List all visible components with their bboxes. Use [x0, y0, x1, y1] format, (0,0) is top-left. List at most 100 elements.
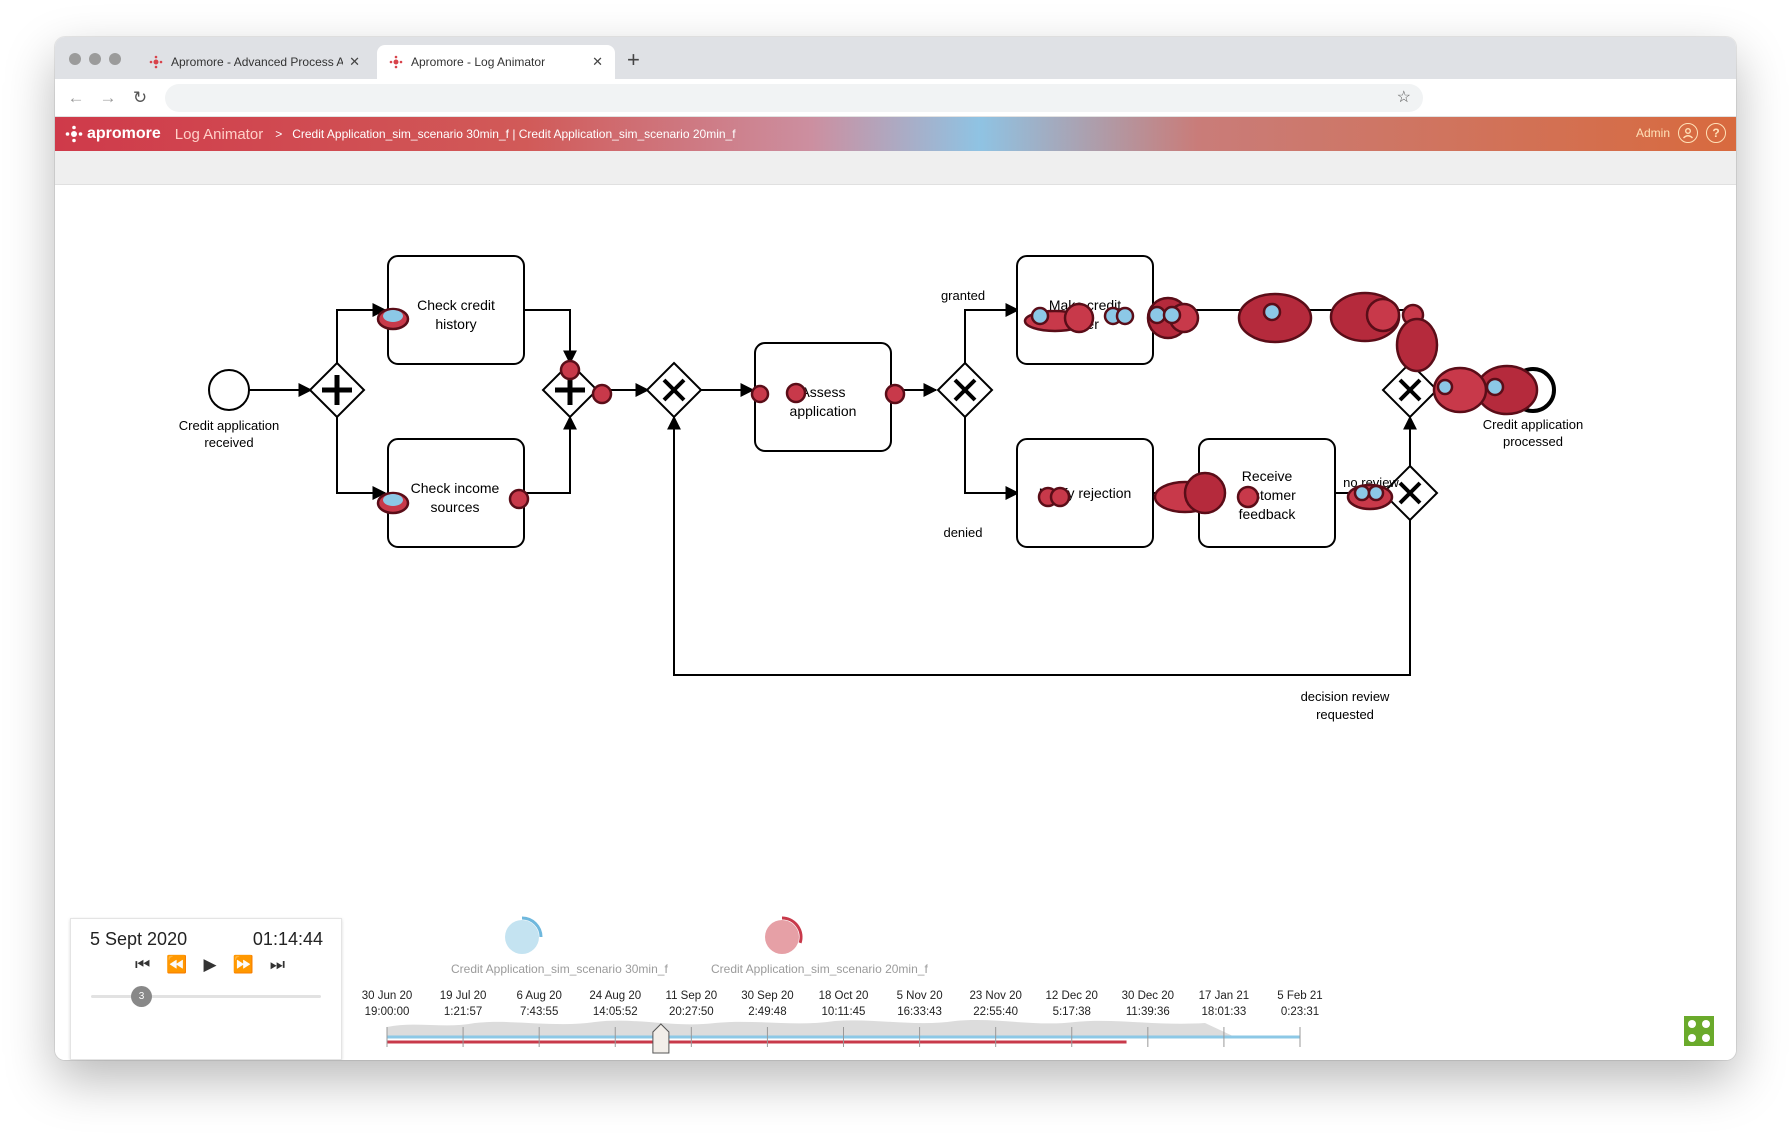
- playback-time: 01:14:44: [252, 929, 323, 949]
- tab-advanced-process[interactable]: Apromore - Advanced Process A ✕: [137, 45, 372, 79]
- apromore-favicon-icon: [389, 55, 403, 69]
- tick-time: 5:17:38: [1052, 1006, 1091, 1018]
- flow-review-loop: [667, 415, 1411, 676]
- tick-time: 16:33:43: [897, 1006, 942, 1018]
- back-button[interactable]: ←: [63, 85, 89, 111]
- flow-label-denied: denied: [943, 525, 982, 540]
- maximize-window-button[interactable]: [109, 53, 121, 65]
- log-name: Credit Application_sim_scenario 30min_f: [451, 962, 668, 976]
- close-icon[interactable]: ✕: [349, 54, 360, 69]
- flow-credit-to-join: [525, 309, 577, 365]
- skip-start-icon[interactable]: ⏮: [135, 955, 151, 974]
- minimize-window-button[interactable]: [89, 53, 101, 65]
- tick-date: 12 Dec 20: [1045, 990, 1098, 1002]
- tick-date: 30 Sep 20: [741, 990, 794, 1002]
- app-header: apromore Log Animator > Credit Applicati…: [55, 117, 1736, 151]
- tab-strip: Apromore - Advanced Process A ✕ Apromore…: [55, 37, 1736, 79]
- brand-name: apromore: [87, 125, 161, 142]
- tick-time: 10:11:45: [821, 1006, 866, 1018]
- timeline-tick-label: 5 Feb 21 0:23:31: [1277, 988, 1322, 1020]
- close-window-button[interactable]: [69, 53, 81, 65]
- parallel-join-gateway[interactable]: [541, 361, 599, 419]
- timeline-cursor[interactable]: [652, 1023, 670, 1054]
- header-actions: Admin ?: [1636, 123, 1726, 143]
- play-icon[interactable]: ▶: [203, 955, 217, 974]
- timeline-tick-label: 12 Dec 20 5:17:38: [1046, 988, 1098, 1020]
- tick-time: 11:39:36: [1125, 1006, 1170, 1018]
- breadcrumb-separator: >: [275, 127, 283, 141]
- flow-split-to-income: [336, 414, 387, 500]
- tick-time: 22:55:40: [973, 1006, 1019, 1018]
- playback-panel: 5 Sept 2020 01:14:44 ⏮ ⏪ ▶ ⏩ ⏭ 3: [70, 918, 342, 1060]
- playback-date: 5 Sept 2020: [90, 929, 188, 949]
- fast-forward-icon[interactable]: ⏩: [232, 955, 254, 974]
- parallel-split-gateway[interactable]: [308, 361, 366, 419]
- back-arrow-icon: ←: [67, 88, 85, 107]
- apromore-logo[interactable]: apromore: [65, 125, 161, 143]
- tick-date: 5 Nov 20: [896, 990, 943, 1002]
- tick-date: 24 Aug 20: [589, 990, 642, 1002]
- plus-icon: +: [627, 47, 640, 72]
- case-tokens: [376, 291, 1539, 515]
- close-icon[interactable]: ✕: [592, 54, 603, 69]
- exclusive-review-gateway[interactable]: [1381, 464, 1439, 522]
- browser-toolbar: ← → ↻ ☆: [55, 79, 1736, 117]
- rewind-icon[interactable]: ⏪: [166, 955, 188, 974]
- help-icon[interactable]: ?: [1706, 123, 1726, 143]
- timeline-tick-label: 18 Oct 20 10:11:45: [819, 988, 869, 1020]
- plugin-icon[interactable]: [1684, 1016, 1714, 1046]
- tick-time: 2:49:48: [748, 1006, 787, 1018]
- forward-button[interactable]: →: [95, 85, 121, 111]
- address-bar[interactable]: ☆: [165, 84, 1423, 112]
- timeline-tick-label: 30 Sep 20 2:49:48: [741, 988, 793, 1020]
- tick-date: 17 Jan 21: [1198, 990, 1250, 1002]
- module-name[interactable]: Log Animator: [174, 125, 264, 143]
- tab-label: Apromore - Log Animator: [411, 55, 546, 69]
- window-controls: [69, 53, 121, 65]
- flow-income-to-join: [525, 415, 577, 494]
- forward-arrow-icon: →: [99, 88, 117, 107]
- timeline[interactable]: [55, 185, 1736, 1060]
- speed-slider[interactable]: 3: [91, 986, 321, 1007]
- start-event[interactable]: [208, 369, 250, 411]
- tick-time: 0:23:31: [1280, 1006, 1320, 1018]
- breadcrumb: Credit Application_sim_scenario 30min_f …: [292, 127, 736, 141]
- tick-date: 5 Feb 21: [1277, 990, 1323, 1002]
- exclusive-merge-gateway[interactable]: [645, 361, 703, 419]
- speed-slider-handle[interactable]: 3: [131, 986, 152, 1007]
- tab-log-animator[interactable]: Apromore - Log Animator ✕: [377, 45, 615, 79]
- apromore-favicon-icon: [149, 55, 163, 69]
- user-icon[interactable]: [1678, 123, 1698, 143]
- log-progress-icon-20min: [765, 916, 803, 954]
- apromore-logo-icon: [65, 125, 83, 143]
- exclusive-end-merge-gateway[interactable]: [1381, 361, 1439, 419]
- flow-label-granted: granted: [941, 288, 985, 303]
- tab-label: Apromore - Advanced Process A: [171, 55, 344, 69]
- exclusive-decision-gateway[interactable]: [936, 361, 994, 419]
- reload-icon: ↻: [132, 88, 148, 107]
- new-tab-button[interactable]: +: [627, 47, 640, 73]
- timeline-tick-label: 5 Nov 20 16:33:43: [897, 988, 943, 1020]
- skip-end-icon[interactable]: ⏭: [269, 955, 286, 974]
- task-notify-rejection[interactable]: [1016, 438, 1154, 548]
- tick-date: 18 Oct 20: [818, 990, 869, 1002]
- tick-time: 14:05:52: [592, 1006, 638, 1018]
- reload-button[interactable]: ↻: [127, 85, 153, 111]
- playback-controls: ⏮ ⏪ ▶ ⏩ ⏭: [135, 955, 285, 975]
- tick-date: 19 Jul 20: [439, 990, 487, 1002]
- star-icon[interactable]: ☆: [1396, 89, 1411, 106]
- tick-date: 30 Jun 20: [361, 990, 413, 1002]
- user-name[interactable]: Admin: [1635, 126, 1670, 140]
